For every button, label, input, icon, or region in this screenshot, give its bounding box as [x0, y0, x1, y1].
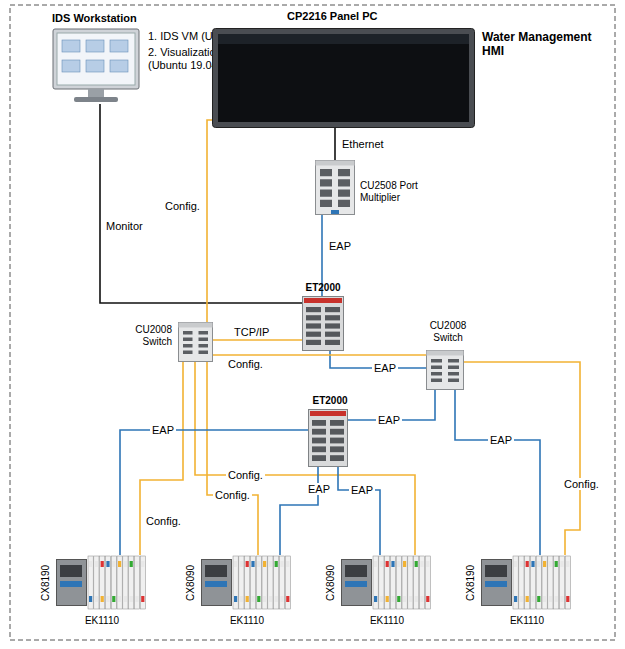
link-label: EAP — [306, 483, 332, 495]
network-link — [464, 362, 580, 555]
dashed-border — [10, 5, 615, 640]
network-link — [207, 120, 212, 322]
network-link — [338, 467, 380, 555]
monitor-icon — [52, 28, 140, 104]
cx-icon — [56, 555, 148, 610]
link-label: EAP — [150, 424, 176, 436]
link-label: EAP — [349, 484, 375, 496]
device-label: CU2008 Switch — [418, 320, 478, 344]
et-icon — [302, 296, 344, 351]
device-node: ET2000 — [298, 282, 350, 354]
device-label: CX8090 — [325, 557, 337, 609]
device-text: EK1110 — [56, 615, 148, 627]
cx-icon — [341, 555, 433, 610]
device-node: CX8190EK1110 — [40, 555, 154, 637]
device-node: CU2008 Switch — [418, 316, 480, 393]
device-label: CX8190 — [465, 557, 477, 609]
device-node: CU2008 Switch — [110, 320, 217, 367]
link-label: TCP/IP — [232, 326, 271, 338]
device-text: EK1110 — [201, 615, 293, 627]
link-label: Config. — [226, 358, 265, 370]
screen-icon — [212, 28, 475, 128]
device-label: ET2000 — [300, 395, 360, 407]
device-node: ET2000 — [300, 395, 362, 472]
link-label: EAP — [376, 414, 402, 426]
et-icon — [308, 409, 348, 467]
network-link — [280, 467, 318, 555]
network-link — [455, 390, 540, 555]
network-link — [213, 354, 426, 356]
link-label: EAP — [488, 434, 514, 446]
link-label: Config. — [144, 515, 183, 527]
link-label: EAP — [327, 240, 353, 252]
device-node: CX8190EK1110 — [465, 555, 579, 637]
mux-icon — [315, 160, 355, 215]
network-link — [207, 362, 258, 555]
device-text: Water Management HMI — [482, 30, 592, 58]
device-label: CX8190 — [40, 557, 52, 609]
link-label: Ethernet — [340, 138, 386, 150]
sw-icon — [178, 322, 213, 362]
sw-icon — [426, 350, 464, 390]
network-link — [140, 362, 183, 555]
link-label: Monitor — [104, 220, 145, 232]
cx-icon — [481, 555, 573, 610]
device-label: IDS Workstation — [52, 12, 252, 25]
link-label: Config. — [562, 478, 601, 490]
device-node: CP2216 Panel PC Water Management HMI — [212, 8, 599, 135]
device-text: EK1110 — [481, 615, 573, 627]
device-node: CX8090EK1110 — [325, 555, 439, 637]
device-label: CU2508 Port Multiplier — [360, 180, 452, 204]
network-link — [334, 128, 336, 160]
device-label: CU2008 Switch — [110, 324, 172, 348]
link-label: Config. — [213, 489, 252, 501]
link-label: Config. — [226, 469, 265, 481]
link-label: Config. — [163, 200, 202, 212]
device-label: CP2216 Panel PC — [287, 10, 467, 23]
network-link — [195, 362, 415, 555]
device-node: CX8090EK1110 — [185, 555, 299, 637]
cx-icon — [201, 555, 293, 610]
network-link — [100, 104, 302, 303]
device-label: CX8090 — [185, 557, 197, 609]
network-link — [213, 339, 302, 341]
device-node: CU2508 Port Multiplier — [315, 160, 457, 222]
device-label: ET2000 — [298, 282, 348, 294]
device-text: EK1110 — [341, 615, 433, 627]
link-label: EAP — [372, 362, 398, 374]
